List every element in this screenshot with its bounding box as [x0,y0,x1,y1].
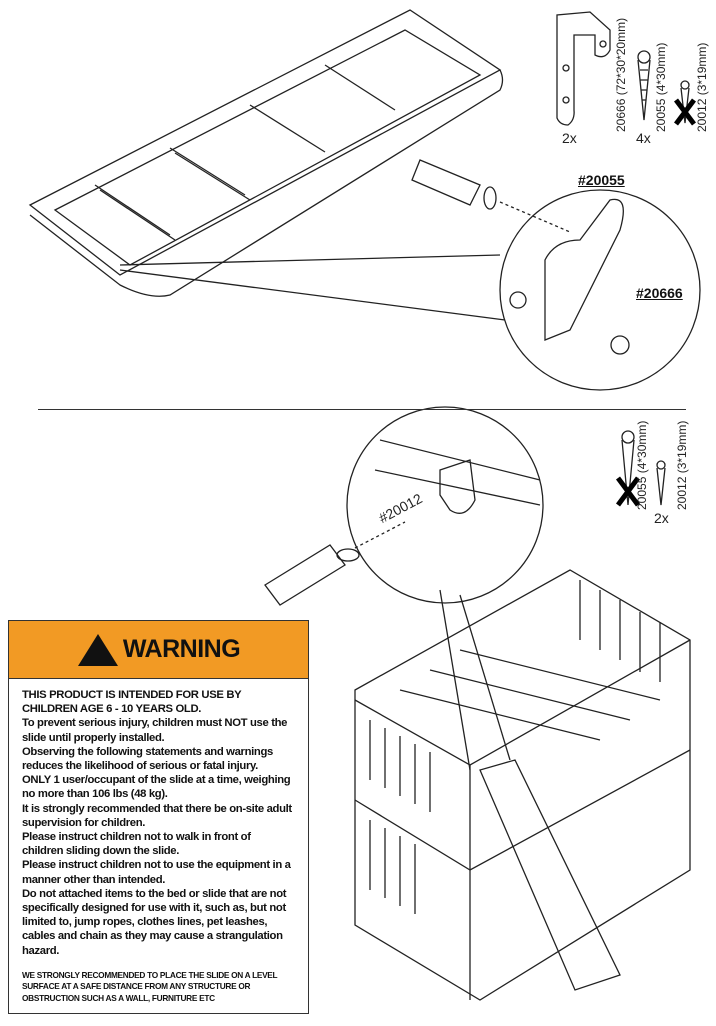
bunk-bed-illustration [354,569,691,1001]
warning-body: THIS PRODUCT IS INTENDED FOR USE BY CHIL… [9,679,308,1004]
warning-triangle-icon [77,633,118,666]
bracket-icon [556,11,611,126]
warning-header: WARNING [9,621,308,679]
short-screw-crossed-icon [674,80,696,126]
detail-magnifier-2 [264,406,544,771]
slide-illustration-top [28,9,504,297]
long-screw-crossed-icon [615,430,641,507]
part-label-20012: 20012 (3*19mm) [695,42,709,132]
part-label-20055-step2: 20055 (4*30mm) [635,420,649,510]
warning-footer: WE STRONGLY RECOMMENDED TO PLACE THE SLI… [22,969,278,1003]
part-label-20666: 20666 (72*30*20mm) [614,17,628,132]
part-qty-20666: 2x [562,130,577,146]
part-qty-20055: 4x [636,130,651,146]
warning-line: Observing the following statements and w… [22,745,273,773]
warning-line: It is strongly recommended that there be… [22,802,292,829]
callout-20666: #20666 [636,285,683,301]
callout-20055: #20055 [578,172,625,188]
warning-line: Do not attached items to the bed or slid… [22,887,287,957]
long-screw-icon [637,50,651,121]
part-label-20055: 20055 (4*30mm) [654,42,668,132]
warning-box: WARNING THIS PRODUCT IS INTENDED FOR USE… [8,620,309,1014]
part-qty-20012-step2: 2x [654,510,669,526]
part-label-20012-step2: 20012 (3*19mm) [675,420,689,510]
step-divider [38,409,686,410]
warning-line: Please instruct children not to walk in … [22,831,251,858]
warning-line: To prevent serious injury, children must… [22,717,288,744]
detail-magnifier-1 [119,159,701,391]
warning-line: ONLY 1 user/occupant of the slide at a t… [22,774,291,801]
short-screw-icon [656,460,666,506]
warning-line: Please instruct children not to use the … [22,859,291,886]
warning-title: WARNING [122,635,241,663]
warning-line: THIS PRODUCT IS INTENDED FOR USE BY CHIL… [22,689,242,716]
